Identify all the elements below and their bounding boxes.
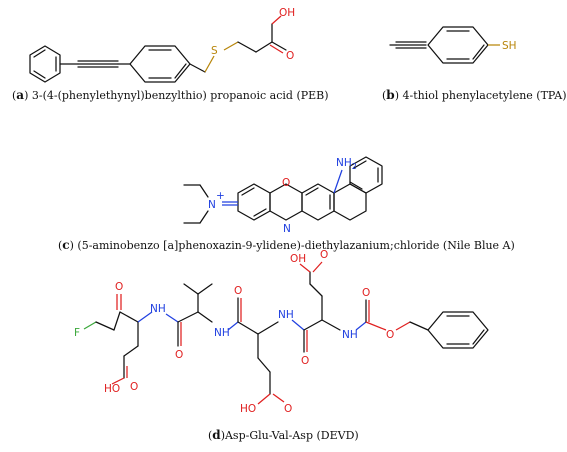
- peb-benzene-ring: [129, 45, 191, 83]
- peb-hydroxyl-label: OH: [279, 7, 295, 19]
- devd-amide2-nh-label: NH: [214, 327, 230, 339]
- peb-sulfur-label: S: [211, 45, 218, 57]
- nile-blue-ring-right: [333, 183, 367, 221]
- devd-ester-oxygen-label: O: [386, 329, 394, 341]
- devd-amide3-nh-label: NH: [278, 309, 294, 321]
- tpa-thiol-label: SH: [502, 40, 517, 52]
- devd-asp1-hydroxyl-label: HO: [104, 383, 120, 395]
- devd-benzyl-ring: [427, 311, 489, 349]
- devd-glu-carbonyl-label: O: [284, 403, 292, 415]
- devd-asp1-carbonyl-label: O: [130, 381, 138, 393]
- devd-carbamate-oxygen-label: O: [362, 287, 370, 299]
- nile-blue-ring-left: [237, 183, 271, 221]
- devd-glu-hydroxyl-label: HO: [240, 403, 256, 415]
- nile-blue-amine-label: NH2: [336, 157, 357, 171]
- devd-asp2-hydroxyl-label: OH: [290, 253, 306, 265]
- peb-carbonyl-oxygen-label: O: [286, 50, 294, 62]
- devd-fluorine-label: F: [74, 327, 80, 339]
- nile-blue-ring-middle: [301, 183, 335, 221]
- structure-nile-blue: O N NH2 N +: [183, 156, 383, 235]
- nile-blue-iminium-label: N: [208, 199, 216, 211]
- devd-asp2-carbonyl-label: O: [320, 249, 328, 261]
- devd-amide2-oxygen-label: O: [234, 285, 242, 297]
- nile-blue-oxygen-label: O: [282, 177, 290, 189]
- peb-phenyl-ring: [29, 45, 61, 83]
- nile-blue-ring-nitrogen-label: N: [283, 223, 291, 235]
- caption-a: (a) 3-(4-(phenylethynyl)benzylthio) prop…: [12, 88, 329, 102]
- caption-c: (c) (5-aminobenzo [a]phenoxazin-9-yliden…: [58, 238, 515, 252]
- caption-d: (d)Asp-Glu-Val-Asp (DEVD): [208, 428, 359, 442]
- devd-amide3-oxygen-label: O: [301, 355, 309, 367]
- structures-svg: S OH O SH: [29, 7, 517, 415]
- structure-peb: S OH O: [29, 7, 295, 83]
- devd-carbamate-nh-label: NH: [342, 329, 358, 341]
- chemical-structures-figure: S OH O SH: [12, 7, 567, 442]
- structure-devd: F O HO O NH O NH O: [74, 249, 489, 415]
- nile-blue-ring-benzo: [349, 156, 383, 194]
- tpa-benzene-ring: [427, 26, 489, 64]
- structure-tpa: SH: [389, 26, 517, 64]
- nile-blue-ring-oxazine: [269, 183, 303, 221]
- caption-b: (b) 4-thiol phenylacetylene (TPA): [382, 88, 567, 102]
- nile-blue-charge-label: +: [216, 190, 225, 202]
- devd-amide1-nh-label: NH: [150, 303, 166, 315]
- devd-ketone-oxygen-label: O: [115, 281, 123, 293]
- devd-amide1-oxygen-label: O: [175, 349, 183, 361]
